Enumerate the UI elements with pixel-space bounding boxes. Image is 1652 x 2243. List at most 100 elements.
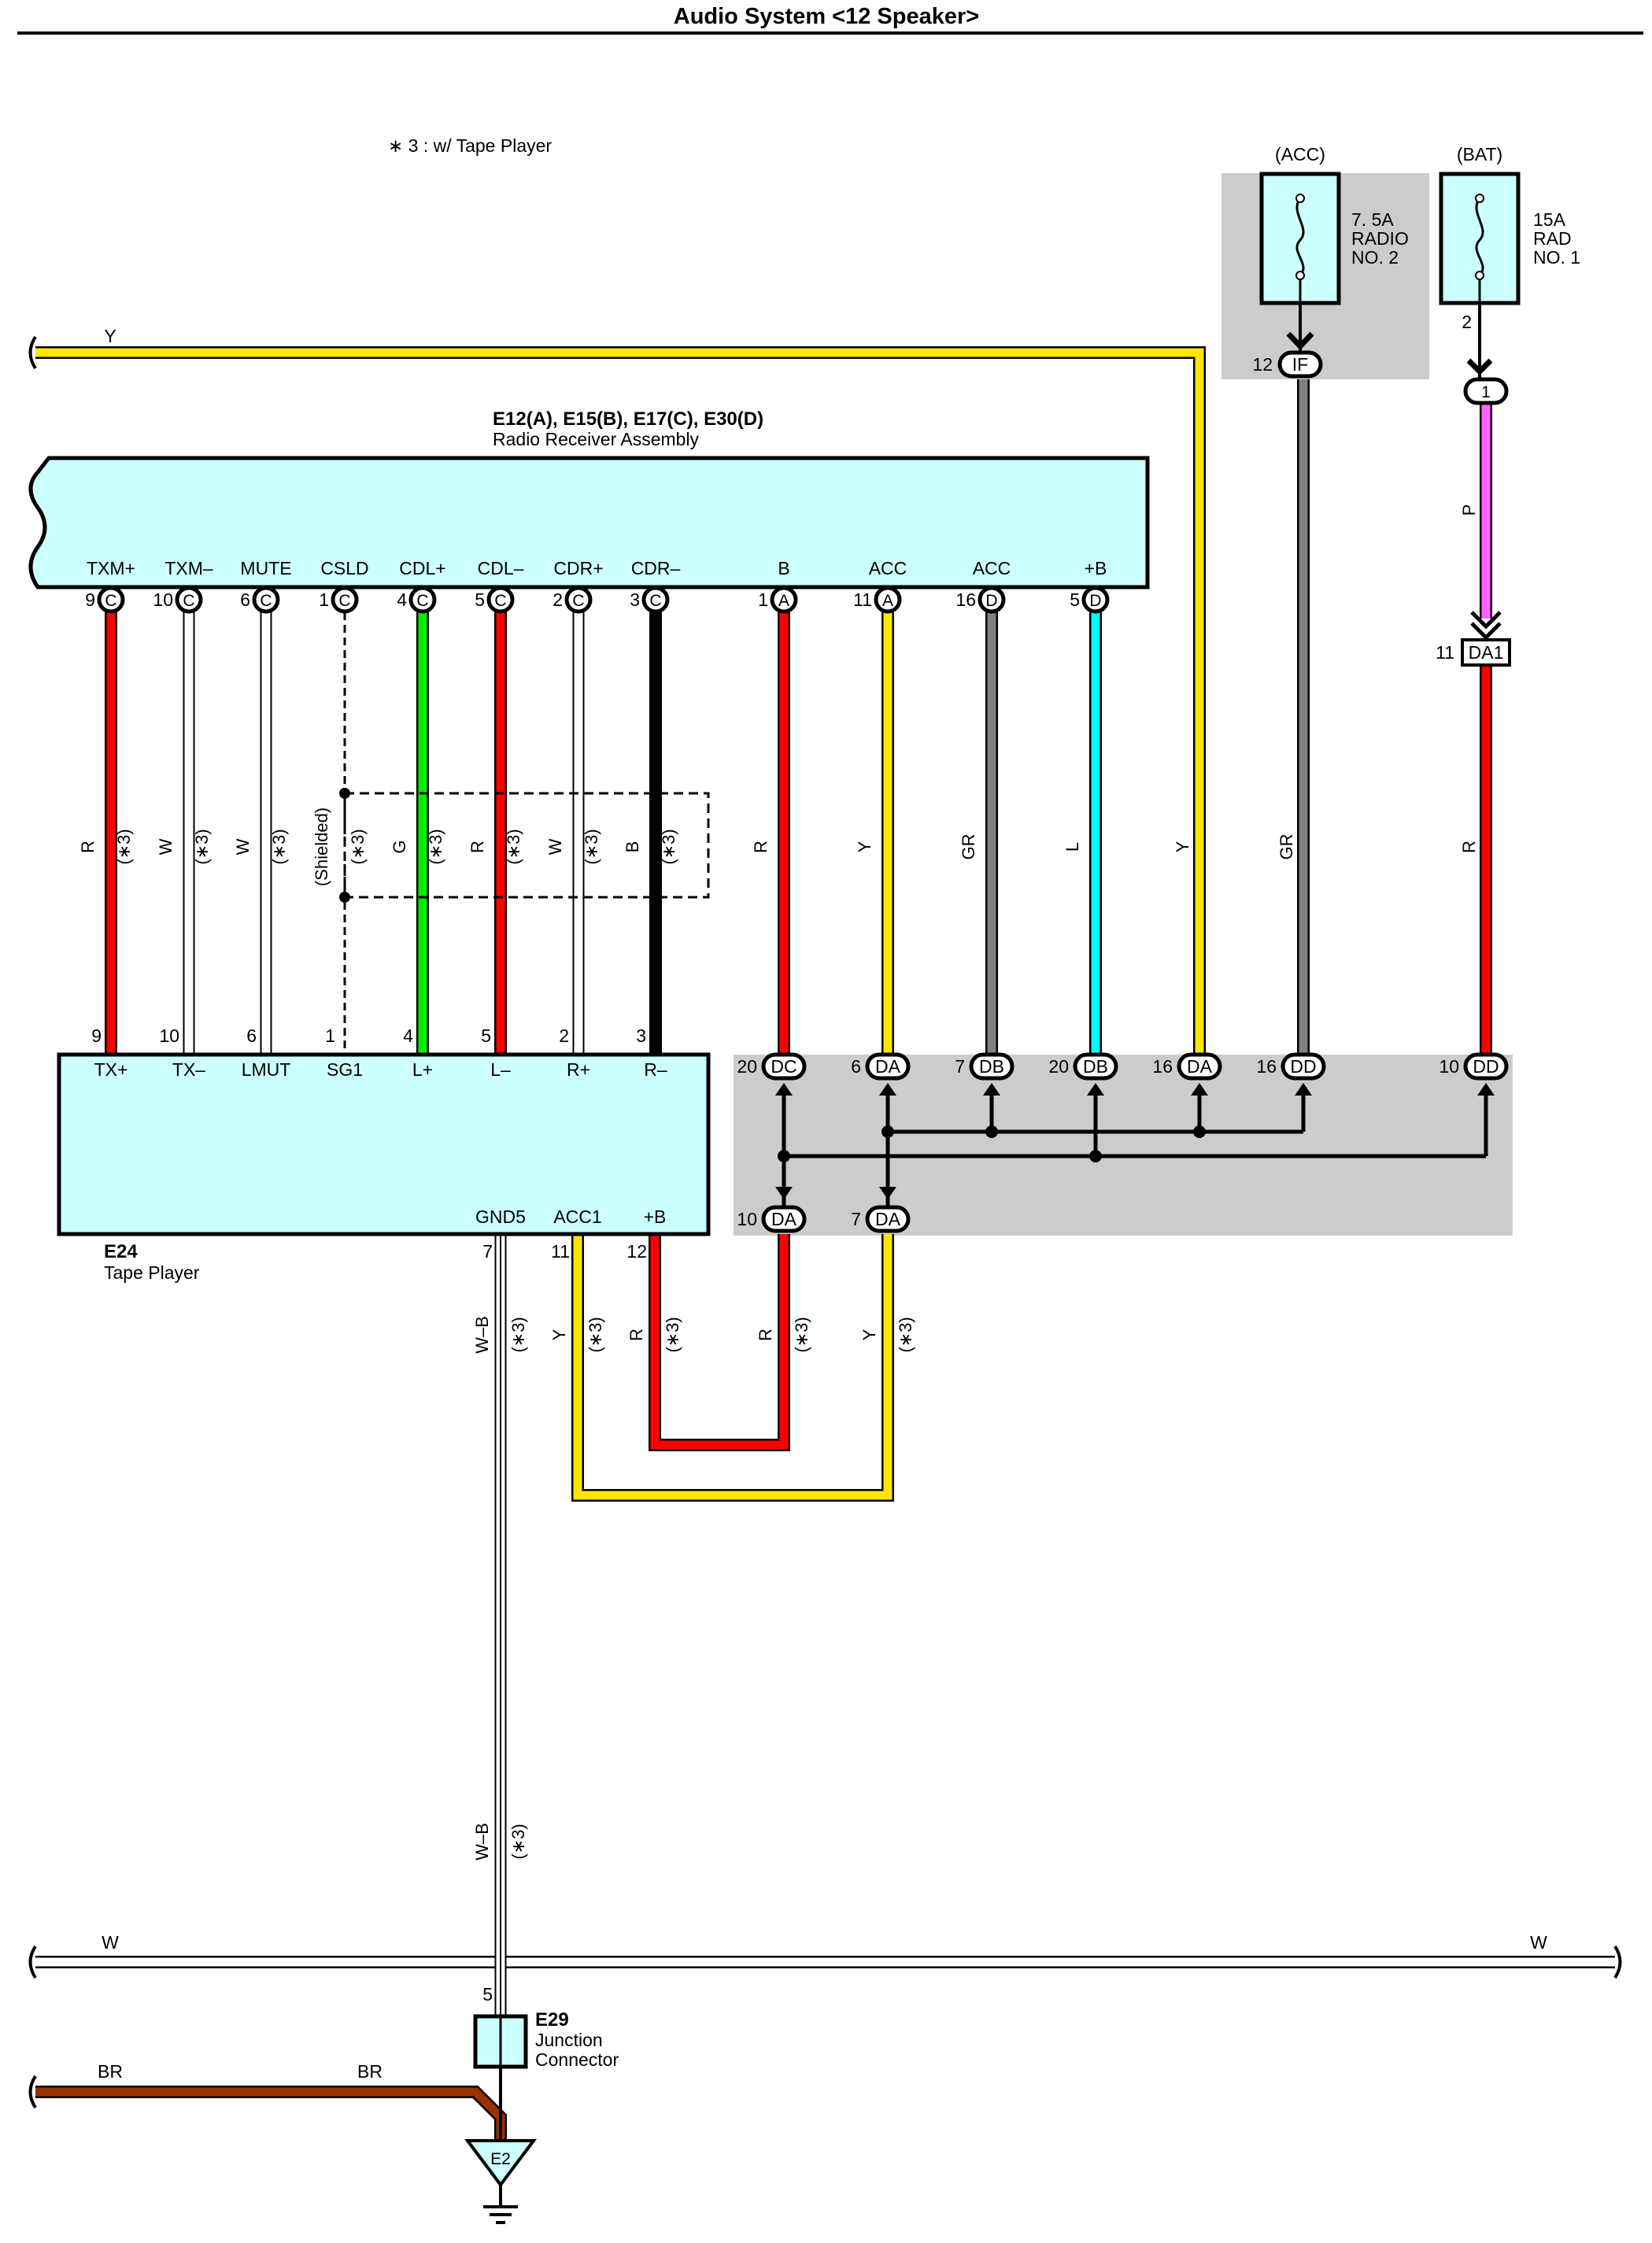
radio-connector-d <box>1081 586 1110 614</box>
radio-wire-color-label: R <box>78 841 98 853</box>
radio-terminal-pin: 1 <box>758 589 768 610</box>
radio-wire-color-label: B <box>623 841 642 853</box>
tape-terminal-label: TX– <box>172 1059 205 1080</box>
tape-bottom-terminal-label: +B <box>644 1206 667 1227</box>
bat-feed-label: R <box>1459 841 1479 853</box>
tape-terminal-pin: 5 <box>481 1025 491 1046</box>
wire-br <box>35 2087 505 2139</box>
junction-bottom-wire-color: Y <box>859 1328 879 1340</box>
tape-terminals: TX+9TX–10LMUT6SG11L+4L–5R+2R–3GND57ACC11… <box>91 1025 667 1262</box>
bat-fuse-rating: 15A <box>1533 209 1566 230</box>
tape-bottom-wire-tag: (∗3) <box>586 1317 605 1352</box>
radio-wire-color-label: W <box>156 838 176 855</box>
tape-bottom-terminal-pin: 11 <box>551 1241 570 1262</box>
acc-fuse-arrow <box>1286 331 1314 351</box>
radio-wire-tag-label: (∗3) <box>659 829 678 864</box>
tape-terminal-label: SG1 <box>327 1059 363 1080</box>
junction-connector-pin: 7 <box>955 1056 965 1077</box>
junction-connector-pin: 7 <box>851 1209 861 1229</box>
bat-fuse-name1: RAD <box>1533 228 1572 249</box>
junction-connector-label: DD <box>1290 1056 1316 1077</box>
junction-connector-da <box>1177 1052 1222 1081</box>
connector-da1-label: DA1 <box>1469 642 1504 663</box>
w-left-label: W <box>102 1932 119 1953</box>
bat-fuse-arrow <box>1466 358 1493 375</box>
tape-terminal-pin: 6 <box>246 1025 257 1046</box>
tape-terminal-pin: 9 <box>91 1025 102 1046</box>
radio-terminal-label: +B <box>1085 558 1107 578</box>
radio-wire-color-label: L <box>1063 842 1082 852</box>
junction-arrow-icon <box>775 1187 793 1199</box>
br-left-label: BR <box>98 2061 123 2082</box>
radio-terminal-pin: 3 <box>630 589 640 610</box>
radio-wire-color-label: R <box>468 841 487 853</box>
radio-terminal-label: CDL+ <box>399 558 445 578</box>
tape-terminal-label: R+ <box>567 1059 590 1080</box>
tape-name: Tape Player <box>104 1262 200 1283</box>
connector-if <box>1277 350 1323 379</box>
acc-fuse-name2: NO. 2 <box>1351 247 1399 268</box>
e29-code: E29 <box>535 2009 569 2031</box>
tape-bottom-terminal-pin: 12 <box>626 1241 647 1262</box>
junction-bottom-wire-color: R <box>756 1328 775 1341</box>
radio-connector-c <box>641 586 670 614</box>
radio-terminal-label: TXM+ <box>87 558 135 578</box>
junction-nodes <box>778 1125 1206 1162</box>
radio-wire-color-label: GR <box>959 834 978 860</box>
radio-connector-c <box>252 586 280 614</box>
radio-wire-labels: R(∗3)W(∗3)W(∗3)(Shielded)(∗3)G(∗3)R(∗3)W… <box>78 807 1082 886</box>
y-right-label: Y <box>1173 841 1192 852</box>
radio-connector-c <box>97 586 125 614</box>
junction-bottom-wire-tag: (∗3) <box>792 1317 811 1352</box>
radio-terminal-pin: 5 <box>475 589 485 610</box>
radio-wire-tag-label: (∗3) <box>348 829 368 864</box>
junction-arrow-icon <box>879 1187 896 1199</box>
ground-triangle <box>464 2139 537 2188</box>
radio-terminals: TXM+C9TXM–C10MUTEC6CSLDC1CDL+C4CDL–C5CDR… <box>85 558 1110 614</box>
radio-terminal-label: TXM– <box>164 558 213 578</box>
radio-terminal-pin: 5 <box>1070 589 1080 610</box>
radio-terminal-pin: 2 <box>553 589 563 610</box>
y-top-label: Y <box>104 326 116 346</box>
junction-connector-pin: 10 <box>1439 1056 1459 1077</box>
junction-connector-da <box>761 1205 807 1233</box>
junction-connector-label: DC <box>771 1056 796 1077</box>
radio-wire-tag-label: (∗3) <box>114 829 134 864</box>
break-mark-w-right <box>1613 1945 1622 1979</box>
junction-vertical-links <box>782 1086 1488 1206</box>
radio-name: Radio Receiver Assembly <box>493 429 700 449</box>
radio-terminal-pin: 4 <box>397 589 407 610</box>
bat-fuse-name2: NO. 1 <box>1533 247 1580 268</box>
tape-bottom-wire-color: R <box>626 1328 646 1341</box>
e29-line1: Junction <box>535 2030 603 2050</box>
junction-block <box>734 1055 1513 1236</box>
tape-bottom-wire-color: W–B <box>472 1316 492 1354</box>
junction-connector-pin: 16 <box>1256 1056 1277 1077</box>
junction-connector-dd <box>1281 1052 1326 1081</box>
radio-wire-color-label: G <box>390 840 409 853</box>
tape-terminal-label: LMUT <box>242 1059 291 1080</box>
junction-connector-db <box>969 1052 1014 1081</box>
tape-terminal-pin: 3 <box>636 1025 646 1046</box>
connector-da1-pin: 11 <box>1436 642 1454 663</box>
tape-terminal-pin: 4 <box>403 1025 413 1046</box>
radio-terminal-pin: 16 <box>955 589 976 610</box>
radio-connector-label: C <box>572 592 584 610</box>
radio-terminal-pin: 9 <box>85 589 95 610</box>
acc-fuse-icon <box>1295 198 1305 277</box>
junction-connector-db <box>1073 1052 1118 1081</box>
break-mark-w-left <box>28 1945 37 1979</box>
radio-connector-label: D <box>985 592 997 610</box>
radio-terminal-label: CDR– <box>631 558 681 578</box>
ground-icon <box>483 2185 518 2224</box>
tape-bottom-terminal-label: ACC1 <box>553 1206 601 1227</box>
radio-terminal-label: ACC <box>973 558 1011 578</box>
tape-terminal-label: TX+ <box>94 1059 128 1080</box>
radio-connector-c <box>408 586 437 614</box>
gnd-wire-label-lower: W–B <box>472 1823 492 1861</box>
junction-connector-label: DB <box>979 1056 1004 1077</box>
ground-label: E2 <box>490 2150 511 2168</box>
tape-terminal-label: L+ <box>412 1059 433 1080</box>
